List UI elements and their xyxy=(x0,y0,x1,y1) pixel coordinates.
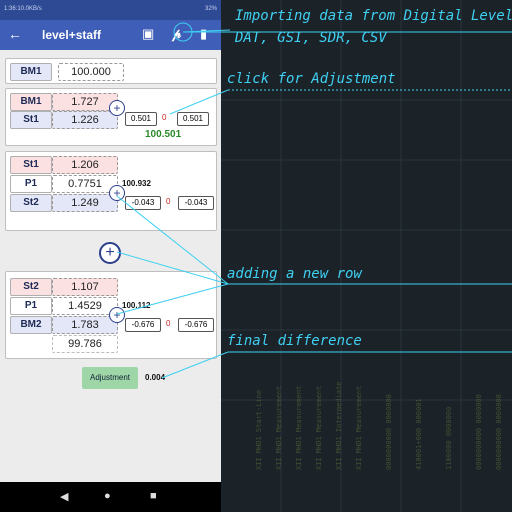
bg-data-text: XII MHD1 Start-Line xyxy=(255,390,263,470)
status-bar: 1:36:10.0KB/s 32% xyxy=(0,0,221,20)
bg-data-text: XII MHD1 Measurement xyxy=(295,386,303,470)
phone-screen: 1:36:10.0KB/s 32% ← level+staff ▣ 𝓅 ▮ BM… xyxy=(0,0,221,512)
difference-left: -0.676 xyxy=(125,318,161,332)
intermediate-elevation: 100.112 xyxy=(122,301,151,310)
intermediate-label: P1 xyxy=(10,297,52,315)
backsight-value[interactable]: 1.107 xyxy=(52,278,118,296)
status-battery: 32% xyxy=(204,6,217,12)
backsight-value[interactable]: 1.206 xyxy=(52,156,118,174)
attach-icon[interactable]: 𝓅 xyxy=(172,26,182,41)
bg-data-text: XII MHD1 Measurement xyxy=(315,386,323,470)
bg-data-text: 1100000 0000000 xyxy=(445,407,453,470)
bg-data-text: 0000000000 0000000 xyxy=(495,394,503,470)
app-bar: ← level+staff ▣ 𝓅 ▮ xyxy=(0,20,221,50)
bg-data-text: XII MHD1 Measurement xyxy=(355,386,363,470)
station-card-3: St2 1.107 P1 1.4529 BM2 1.783 99.786 100… xyxy=(5,271,217,359)
nav-home-icon[interactable]: ● xyxy=(104,490,111,502)
station-card-1: BM1 1.727 St1 1.226 + 0.501 0 0.501 100.… xyxy=(5,88,217,146)
adjust-zero[interactable]: 0 xyxy=(166,319,171,328)
adjustment-annotation: click for Adjustment xyxy=(227,71,396,87)
benchmark-card: BM1 100.000 xyxy=(5,58,217,84)
import-annotation: Importing data from Digital Level xyxy=(235,8,512,24)
foresight-label: St1 xyxy=(10,111,52,129)
nav-back-icon[interactable]: ◀ xyxy=(60,491,69,503)
adjustment-button[interactable]: Adjustment xyxy=(82,367,138,389)
backsight-value[interactable]: 1.727 xyxy=(52,93,118,111)
nav-recent-icon[interactable]: ■ xyxy=(150,490,157,502)
annotation-panel: XII MHD1 Start-Line XII MHD1 Measurement… xyxy=(221,0,512,512)
bg-data-text: XII MHD1 Measurement xyxy=(275,386,283,470)
android-nav-bar: ◀ ● ■ xyxy=(0,482,221,512)
foresight-value[interactable]: 1.226 xyxy=(52,111,118,129)
difference-left: -0.043 xyxy=(125,196,161,210)
final-elevation: 99.786 xyxy=(52,335,118,353)
foresight-value[interactable]: 1.249 xyxy=(52,194,118,212)
new-row-annotation: adding a new row xyxy=(227,266,362,282)
elevation-sum: 100.501 xyxy=(145,129,182,140)
intermediate-elevation: 100.932 xyxy=(122,179,151,188)
bg-data-text: 410001+000 000001 xyxy=(415,398,423,470)
intermediate-value[interactable]: 0.7751 xyxy=(52,175,118,193)
adjust-zero[interactable]: 0 xyxy=(162,113,167,122)
bg-data-text: 0000000000 0000000 xyxy=(475,394,483,470)
app-title: level+staff xyxy=(42,28,102,42)
delete-icon[interactable]: ▮ xyxy=(200,26,208,41)
bm1-value[interactable]: 100.000 xyxy=(58,63,124,81)
foresight-label: BM2 xyxy=(10,316,52,334)
station-card-2: St1 1.206 P1 0.7751 St2 1.249 100.932 + … xyxy=(5,151,217,231)
add-row-icon[interactable]: + xyxy=(109,307,125,323)
difference-right: -0.676 xyxy=(178,318,214,332)
backsight-label: BM1 xyxy=(10,93,52,111)
difference-right: 0.501 xyxy=(177,112,209,126)
bm1-label: BM1 xyxy=(10,63,52,81)
adjust-zero[interactable]: 0 xyxy=(166,197,171,206)
difference-left: 0.501 xyxy=(125,112,157,126)
intermediate-label: P1 xyxy=(10,175,52,193)
foresight-value[interactable]: 1.783 xyxy=(52,316,118,334)
difference-right: -0.043 xyxy=(178,196,214,210)
intermediate-value[interactable]: 1.4529 xyxy=(52,297,118,315)
bg-data-text: 0000000000 0000000 xyxy=(385,394,393,470)
foresight-label: St2 xyxy=(10,194,52,212)
backsight-label: St1 xyxy=(10,156,52,174)
save-icon[interactable]: ▣ xyxy=(142,26,155,41)
final-difference-annotation: final difference xyxy=(227,333,362,349)
import-formats-annotation: DAT, GSI, SDR, CSV xyxy=(235,30,387,46)
add-row-icon[interactable]: + xyxy=(109,100,125,116)
bg-data-text: XII MHD1 Intermediate xyxy=(335,381,343,470)
adjustment-value: 0.004 xyxy=(145,373,166,382)
add-station-icon[interactable]: + xyxy=(99,242,121,264)
backsight-label: St2 xyxy=(10,278,52,296)
add-row-icon[interactable]: + xyxy=(109,185,125,201)
back-arrow-icon[interactable]: ← xyxy=(8,26,22,42)
background-data-grid: XII MHD1 Start-Line XII MHD1 Measurement… xyxy=(221,0,512,512)
status-time: 1:36:10.0KB/s xyxy=(4,6,42,12)
